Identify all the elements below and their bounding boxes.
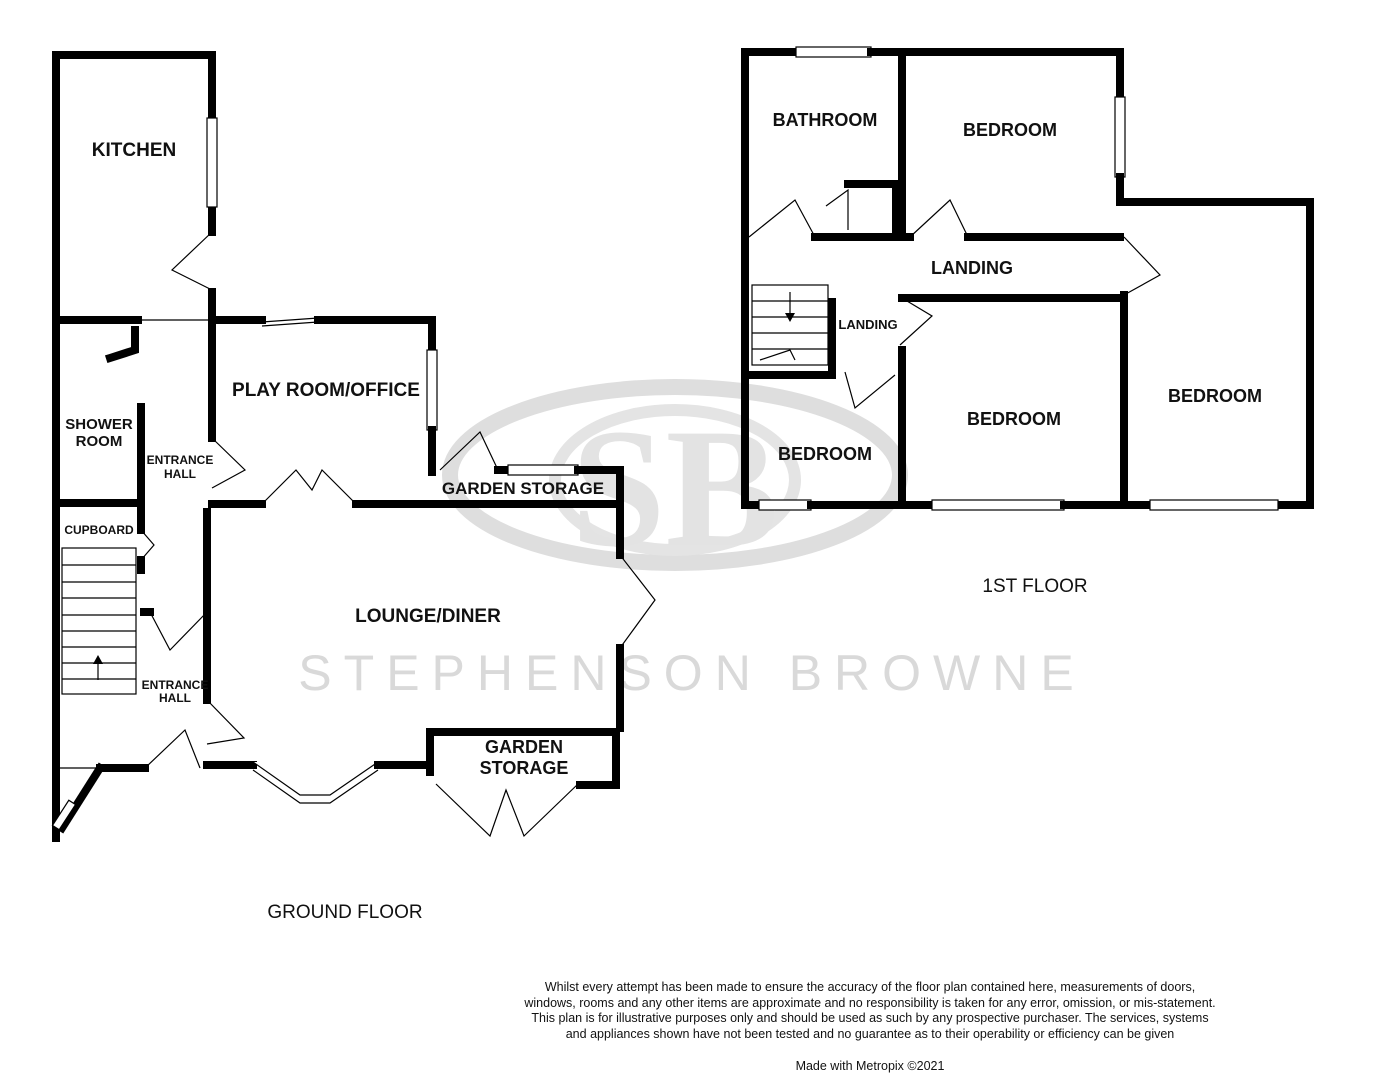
- label-entrance-hall-lower-1: ENTRANCE: [142, 678, 209, 692]
- label-bathroom: BATHROOM: [773, 110, 878, 130]
- disclaimer-text: Whilst every attempt has been made to en…: [524, 980, 1216, 1041]
- label-entrance-hall-upper-1: ENTRANCE: [147, 453, 214, 467]
- bay-window: [252, 761, 379, 796]
- garden-storage-window: [507, 464, 579, 476]
- label-shower-room-2: ROOM: [76, 433, 123, 450]
- ground-stairs: [61, 547, 137, 695]
- label-lounge-diner: LOUNGE/DINER: [355, 606, 501, 627]
- label-landing-small: LANDING: [838, 317, 897, 332]
- bedroom-top-door: [909, 199, 969, 238]
- ground-floor-walls: [51, 51, 656, 842]
- cupboard-door-first: [825, 188, 849, 230]
- first-floor-stairs: [751, 284, 829, 366]
- ground-floor-label: GROUND FLOOR: [267, 902, 422, 923]
- label-garden-storage-bottom-1: GARDEN: [485, 737, 563, 757]
- label-play-room: PLAY ROOM/OFFICE: [232, 380, 420, 401]
- cupboard-door: [140, 529, 155, 561]
- label-garden-storage-top: GARDEN STORAGE: [442, 479, 604, 498]
- garden-storage-double-door: [435, 783, 579, 838]
- entrance-window: [51, 799, 77, 831]
- label-entrance-hall-lower-2: HALL: [159, 691, 191, 705]
- front-door: [144, 728, 201, 769]
- playroom-window: [426, 349, 438, 431]
- bathroom-door: [748, 199, 816, 238]
- label-bedroom-top: BEDROOM: [963, 120, 1057, 140]
- first-floor-label: 1ST FLOOR: [982, 576, 1087, 597]
- bedroom-small-door: [844, 371, 896, 410]
- bedroom-small-window: [758, 499, 812, 511]
- lounge-door-left: [206, 699, 246, 745]
- label-garden-storage-bottom-2: STORAGE: [480, 758, 569, 778]
- playroom-door: [211, 437, 247, 489]
- label-cupboard: CUPBOARD: [64, 523, 134, 537]
- metropix-credit: Made with Metropix ©2021: [795, 1059, 945, 1073]
- bedroom-right-window: [1149, 499, 1279, 511]
- small-landing-door: [899, 297, 934, 346]
- bedroom-middle-window: [931, 499, 1065, 511]
- label-shower-room-1: SHOWER: [65, 416, 133, 433]
- bathroom-window: [795, 46, 872, 58]
- kitchen-door: [170, 231, 213, 291]
- label-kitchen: KITCHEN: [92, 140, 176, 161]
- playroom-double-door: [261, 468, 357, 505]
- lounge-door-right: [619, 554, 656, 649]
- bedroom-right-door: [1123, 236, 1161, 296]
- bedroom-top-window: [1114, 96, 1126, 178]
- watermark-text: STEPHENSON BROWNE: [298, 645, 1085, 701]
- kitchen-window: [206, 117, 218, 208]
- label-bedroom-middle: BEDROOM: [967, 409, 1061, 429]
- hall-door-lower: [149, 611, 208, 652]
- label-bedroom-right: BEDROOM: [1168, 386, 1262, 406]
- label-bedroom-small: BEDROOM: [778, 444, 872, 464]
- label-entrance-hall-upper-2: HALL: [164, 467, 196, 481]
- first-floor-walls: [741, 46, 1314, 511]
- label-landing-main: LANDING: [931, 258, 1013, 278]
- garden-storage-door-top: [439, 430, 499, 471]
